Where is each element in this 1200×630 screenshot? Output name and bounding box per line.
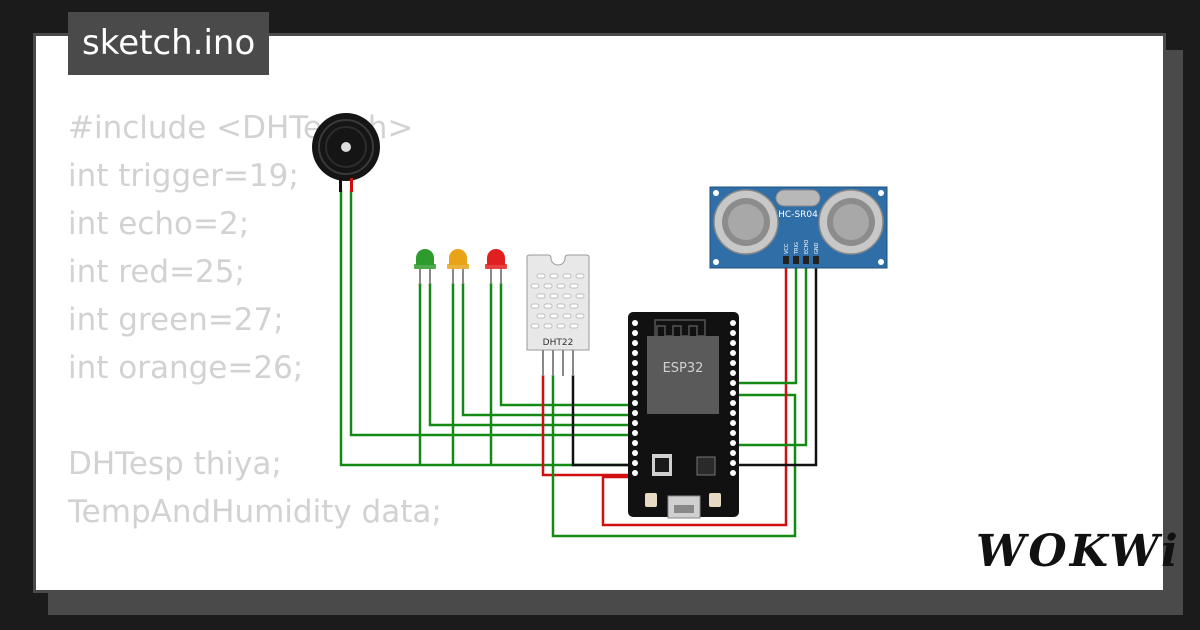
wire-led-red-b [499, 283, 635, 407]
us-pin-vcc: VCC [784, 243, 790, 254]
wire-buzzer-1 [339, 190, 635, 467]
hc-sr04-label: HC-SR04 [778, 210, 818, 220]
wire-led-green-b [428, 283, 635, 427]
led-green[interactable] [414, 249, 436, 284]
buzzer[interactable] [312, 113, 380, 192]
wire-led-orange-b [461, 283, 635, 417]
led-red[interactable] [485, 249, 507, 284]
wokwi-logo: WOKWi [976, 526, 1181, 577]
filename-tab[interactable]: sketch.ino [68, 12, 270, 75]
code-line: int orange=26; [68, 350, 304, 386]
esp32-label: ESP32 [663, 361, 704, 376]
wire-us-gnd [733, 262, 818, 467]
wire-us-vcc [601, 262, 788, 527]
code-line: TempAndHumidity data; [68, 494, 442, 530]
code-preview: #include <DHTesp.h>int trigger=19;int ec… [68, 104, 442, 536]
us-pin-trig: TRIG [794, 242, 800, 255]
wire-dht-vcc [541, 375, 635, 477]
code-line: int trigger=19; [68, 158, 299, 194]
code-line: int echo=2; [68, 206, 250, 242]
us-pin-echo: ECHO [804, 240, 810, 254]
dht22-label: DHT22 [543, 338, 574, 348]
esp32-board[interactable]: ESP32 [628, 312, 739, 519]
wire-dht-gnd [571, 375, 635, 467]
code-line: int red=25; [68, 254, 245, 290]
code-line: DHTesp thiya; [68, 446, 282, 482]
dht22-sensor[interactable]: DHT22 [526, 254, 590, 376]
hc-sr04-sensor[interactable]: HC-SR04 VCC TRIG ECHO GND [709, 186, 888, 269]
wires [339, 190, 818, 538]
wire-dht-data [551, 375, 797, 538]
wire-us-echo [733, 262, 808, 447]
card [33, 33, 1166, 593]
code-line: int green=27; [68, 302, 284, 338]
wire-buzzer-2 [349, 190, 635, 437]
wire-us-trig [733, 262, 798, 385]
led-orange[interactable] [447, 249, 469, 284]
us-pin-gnd: GND [814, 242, 820, 254]
